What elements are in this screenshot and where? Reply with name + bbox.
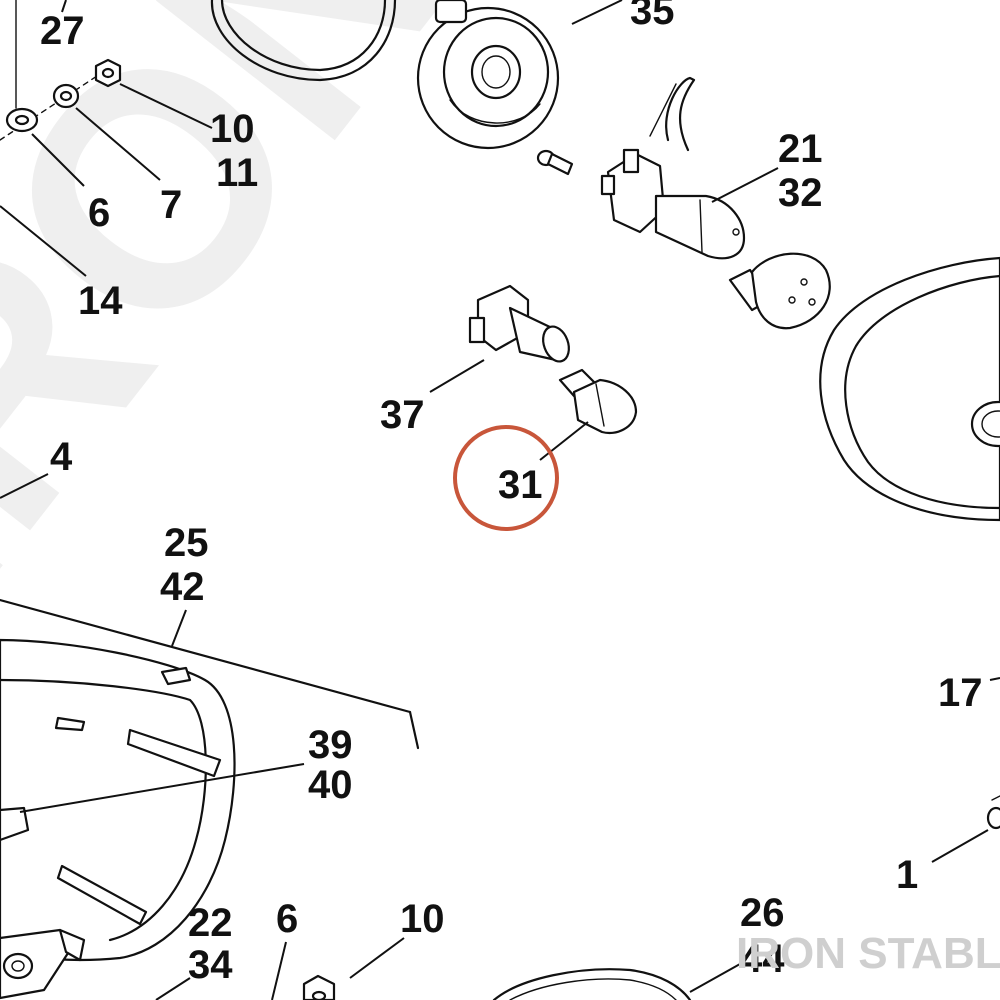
headlamp-nacelle (0, 598, 420, 962)
callout-31: 31 (498, 463, 543, 507)
nut-bottom (302, 974, 336, 1000)
callout-25: 25 (164, 521, 209, 565)
mounting-bracket (0, 928, 86, 1000)
headlight-bulb (600, 76, 746, 260)
callout-44: 44 (740, 937, 785, 981)
callout-32: 32 (778, 171, 823, 215)
callout-4: 4 (50, 435, 73, 479)
callout-37: 37 (380, 393, 425, 437)
callout-10-top: 10 (210, 107, 255, 151)
callout-27: 27 (40, 9, 85, 53)
callout-26: 26 (740, 891, 785, 935)
callout-labels: 27 10 11 6 7 14 35 21 32 37 31 4 25 42 1… (40, 0, 983, 987)
callout-42: 42 (160, 565, 205, 609)
callout-21: 21 (778, 127, 823, 171)
fastener-group-top-left (0, 0, 122, 141)
callout-6-top: 6 (88, 191, 110, 235)
callout-40: 40 (308, 763, 353, 807)
callout-35: 35 (630, 0, 675, 33)
callout-7: 7 (160, 183, 182, 227)
bulb-boot (728, 252, 831, 330)
wedge-bulb (558, 368, 638, 435)
callout-10-bottom: 10 (400, 897, 445, 941)
callout-1: 1 (896, 853, 918, 897)
callout-11: 11 (216, 151, 258, 195)
bulb-socket (468, 284, 570, 363)
bolt-right (986, 795, 1000, 830)
callout-22: 22 (188, 901, 233, 945)
callout-14: 14 (78, 279, 123, 323)
callout-6-bottom: 6 (276, 897, 298, 941)
lamp-housing (416, 0, 560, 150)
brand-watermark: IRON STABLE (736, 929, 1000, 978)
highlight-circle (453, 425, 559, 531)
gasket-ring (210, 0, 397, 82)
callout-39: 39 (308, 723, 353, 767)
headlamp-unit (819, 256, 1000, 522)
bucket-rim-bottom (492, 968, 692, 1000)
callout-34: 34 (188, 943, 233, 987)
callout-17: 17 (938, 671, 983, 715)
small-screw (536, 149, 574, 176)
